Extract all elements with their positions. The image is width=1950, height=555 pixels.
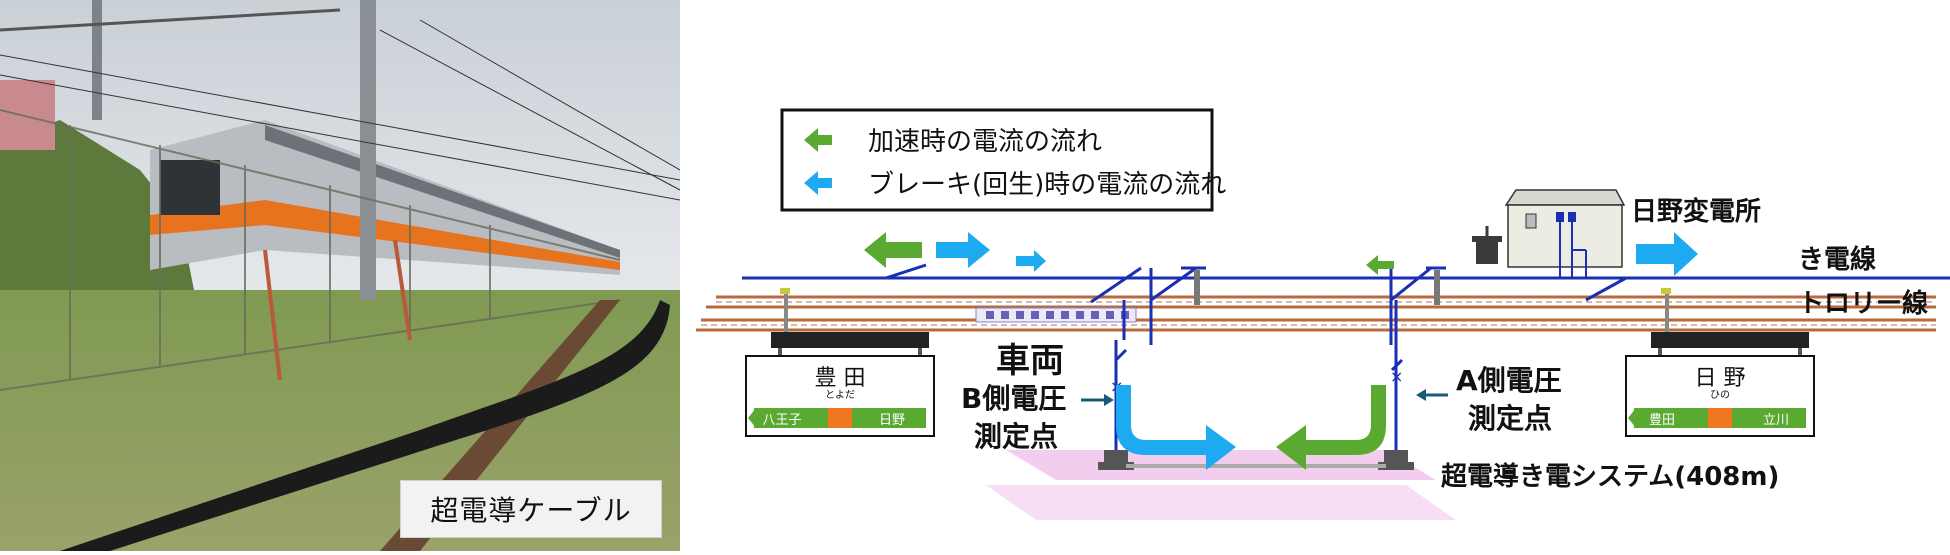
fence — [0, 109, 621, 391]
catenary-support-b — [1090, 266, 1206, 345]
trolley-label: トロリー線 — [1798, 288, 1928, 319]
feeding-system-diagram: 加速時の電流の流れ ブレーキ(回生)時の電流の流れ — [696, 108, 1950, 520]
system-label: 超電導き電システム(408m) — [1441, 461, 1779, 492]
legend-regen-arrow — [804, 171, 832, 195]
legend: 加速時の電流の流れ ブレーキ(回生)時の電流の流れ — [780, 108, 1226, 212]
fence-post — [263, 249, 282, 381]
measure-b-label-2: 測定点 — [974, 420, 1058, 453]
station-right-next: 立川 — [1763, 413, 1789, 428]
transformer-icon — [1472, 226, 1502, 264]
accel-arrow-top — [864, 232, 922, 268]
station-left: 豊 田 とよだ 八王子 日野 — [745, 332, 935, 437]
measure-a-label-2: 測定点 — [1468, 402, 1552, 435]
regen-arrow-top — [936, 232, 990, 268]
legend-regen-text: ブレーキ(回生)時の電流の流れ — [868, 170, 1226, 200]
measure-a-label-1: A側電圧 — [1456, 364, 1562, 397]
station-left-kana: とよだ — [825, 389, 855, 401]
substation-label: 日野変電所 — [1631, 196, 1761, 227]
building — [0, 80, 55, 150]
legend-accel-arrow — [804, 128, 832, 152]
station-left-prev: 八王子 — [762, 413, 801, 428]
regen-arrow-large — [1116, 385, 1236, 470]
feeder-label: き電線 — [1798, 244, 1876, 275]
fence-post — [393, 239, 412, 341]
measure-b-label-1: B側電圧 — [961, 382, 1066, 415]
legend-accel-text: 加速時の電流の流れ — [868, 127, 1102, 157]
substation — [1472, 189, 1626, 278]
regen-arrow-substation — [1636, 232, 1698, 276]
station-left-name: 豊 田 — [815, 366, 866, 391]
regen-arrow-small-1 — [1016, 250, 1046, 272]
station-right-prev: 豊田 — [1649, 413, 1675, 428]
station-right: 日 野 ひの 豊田 立川 — [1625, 332, 1815, 437]
rails — [696, 295, 1936, 332]
feed-wire-a — [1390, 300, 1404, 450]
station-left-next: 日野 — [879, 413, 905, 428]
station-right-kana: ひの — [1710, 390, 1730, 401]
catenary-support-a — [1389, 266, 1446, 345]
photo-illustration — [0, 0, 680, 551]
vehicle — [975, 307, 1137, 323]
catenary-pole — [92, 0, 102, 120]
measure-point-a-x: × — [1390, 367, 1403, 386]
photo-panel: 超電導ケーブル — [0, 0, 680, 551]
cable-terminal-b — [1098, 450, 1134, 470]
catenary-pole — [360, 0, 376, 300]
vehicle-label: 車両 — [996, 341, 1064, 381]
photo-caption: 超電導ケーブル — [400, 480, 662, 538]
accel-arrow-large — [1276, 385, 1386, 470]
station-right-name: 日 野 — [1695, 366, 1746, 391]
train — [150, 120, 620, 275]
diagram-panel: 加速時の電流の流れ ブレーキ(回生)時の電流の流れ — [686, 0, 1950, 551]
accel-arrow-small — [1366, 255, 1394, 275]
cable-terminal-a — [1378, 450, 1414, 470]
